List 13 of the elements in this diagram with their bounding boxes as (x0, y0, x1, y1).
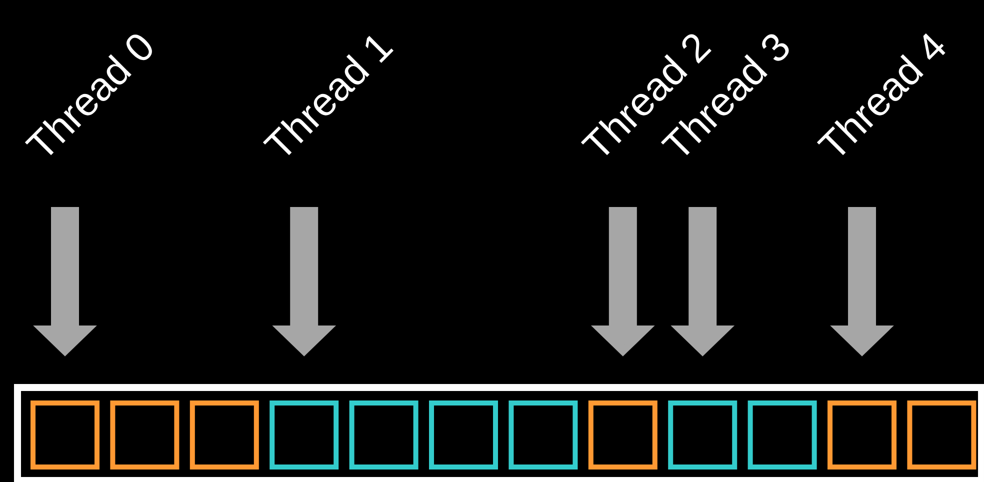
memory-cell (349, 400, 418, 470)
memory-cell (588, 400, 658, 470)
memory-cell (429, 400, 498, 470)
memory-cell (30, 400, 100, 470)
memory-cell (270, 400, 339, 470)
memory-cell (828, 400, 897, 470)
memory-cell (110, 400, 180, 470)
memory-cell (508, 400, 578, 470)
memory-cell (190, 400, 259, 470)
memory-cell (907, 400, 976, 470)
memory-cell (668, 400, 738, 470)
memory-cell (748, 400, 817, 470)
array-box (14, 384, 984, 482)
